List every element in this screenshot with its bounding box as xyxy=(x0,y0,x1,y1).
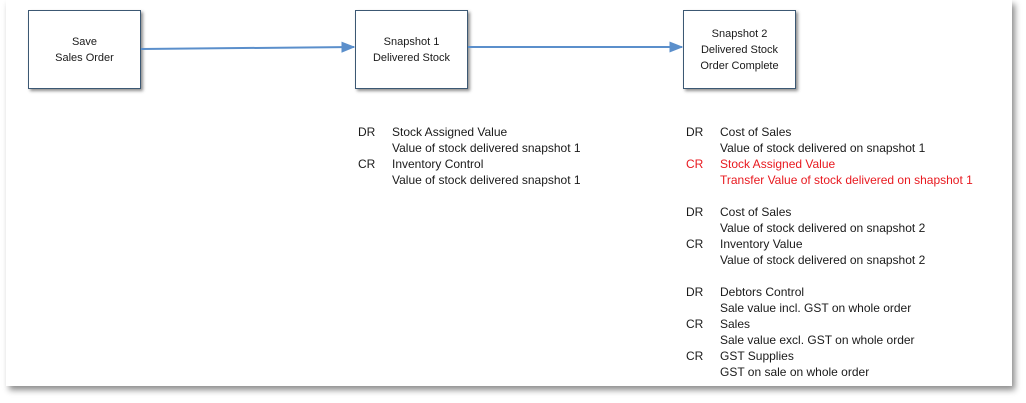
snapshot-2-box: Snapshot 2 Delivered Stock Order Complet… xyxy=(683,10,796,89)
box-line: Sales Order xyxy=(55,51,114,64)
entry-side: DR xyxy=(358,125,376,139)
group-spacer xyxy=(686,188,973,204)
entry-account: Stock Assigned Value xyxy=(720,157,836,171)
box-line: Snapshot 1 xyxy=(383,35,440,48)
journal-entry: CR Inventory Control Value of stock deli… xyxy=(358,156,581,188)
box-line: Delivered Stock xyxy=(372,51,451,64)
entry-description: Value of stock delivered on snapshot 2 xyxy=(720,253,926,267)
journal-entry: CR Sales Sale value excl. GST on whole o… xyxy=(686,316,973,348)
snapshot-1-journal: DR Stock Assigned Value Value of stock d… xyxy=(358,124,581,188)
entry-description: Sale value excl. GST on whole order xyxy=(720,333,915,347)
entry-account: Sales xyxy=(720,317,751,331)
box-line: Delivered Stock xyxy=(700,43,779,56)
group-spacer xyxy=(686,268,973,284)
journal-entry-highlighted: CR Stock Assigned Value Transfer Value o… xyxy=(686,156,973,188)
entry-description: GST on sale on whole order xyxy=(720,365,870,379)
entry-side: DR xyxy=(686,205,704,219)
entry-description: Value of stock delivered snapshot 1 xyxy=(392,141,581,155)
entry-description: Value of stock delivered on snapshot 1 xyxy=(720,141,926,155)
entry-side: CR xyxy=(686,157,704,171)
entry-description: Transfer Value of stock delivered on sha… xyxy=(720,173,973,187)
box-line: Snapshot 2 xyxy=(711,27,768,40)
entry-description: Sale value incl. GST on whole order xyxy=(720,301,912,315)
entry-side: CR xyxy=(358,157,376,171)
journal-entry: DR Cost of Sales Value of stock delivere… xyxy=(686,204,973,236)
entry-side: CR xyxy=(686,349,704,363)
entry-side: CR xyxy=(686,237,704,251)
entry-account: Cost of Sales xyxy=(720,205,792,219)
journal-entry: DR Stock Assigned Value Value of stock d… xyxy=(358,124,581,156)
entry-description: Value of stock delivered on snapshot 2 xyxy=(720,221,926,235)
entry-account: Debtors Control xyxy=(720,285,805,299)
entry-side: DR xyxy=(686,285,704,299)
entry-account: Cost of Sales xyxy=(720,125,792,139)
diagram-canvas xyxy=(6,0,1012,386)
journal-entry: DR Cost of Sales Value of stock delivere… xyxy=(686,124,973,156)
box-line: Order Complete xyxy=(700,59,779,72)
box-line: Save xyxy=(71,35,98,48)
entry-account: Stock Assigned Value xyxy=(392,125,508,139)
journal-entry: DR Debtors Control Sale value incl. GST … xyxy=(686,284,973,316)
entry-account: Inventory Value xyxy=(720,237,803,251)
save-sales-order-box: Save Sales Order xyxy=(28,10,141,89)
entry-side: DR xyxy=(686,125,704,139)
entry-account: GST Supplies xyxy=(720,349,794,363)
snapshot-2-journal: DR Cost of Sales Value of stock delivere… xyxy=(686,124,973,380)
journal-entry: CR Inventory Value Value of stock delive… xyxy=(686,236,973,268)
entry-side: CR xyxy=(686,317,704,331)
snapshot-1-box: Snapshot 1 Delivered Stock xyxy=(355,10,468,89)
entry-account: Inventory Control xyxy=(392,157,484,171)
journal-entry: CR GST Supplies GST on sale on whole ord… xyxy=(686,348,973,380)
entry-description: Value of stock delivered snapshot 1 xyxy=(392,173,581,187)
